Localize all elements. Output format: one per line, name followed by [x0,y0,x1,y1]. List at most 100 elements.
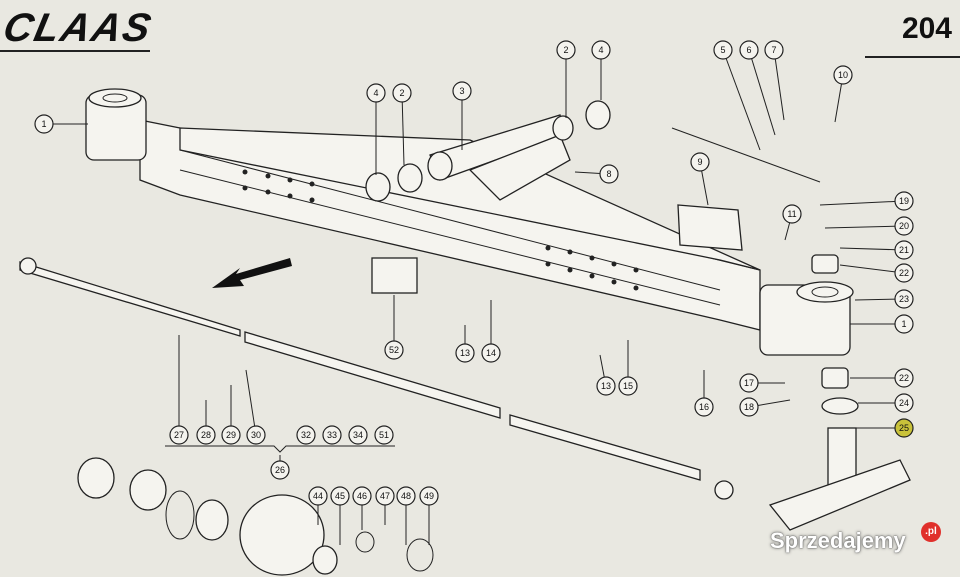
callout-circle [452,81,472,101]
callout-circle [419,486,439,506]
callout-circle [833,65,853,85]
callout-46: 46 [352,486,372,530]
axle-beam [139,119,761,331]
hub-assembly [77,457,434,576]
callout-circle [455,343,475,363]
callout-circle [322,425,342,445]
leader-line [824,225,905,229]
callout-6: 6 [739,40,776,136]
callout-7: 7 [764,40,785,121]
callout-51: 51 [374,425,394,445]
callout-circle [739,397,759,417]
callout-34: 34 [348,425,368,445]
callout-label: 13 [460,348,470,358]
pivot-tube [365,100,611,202]
callout-circle [196,425,216,445]
brand-underline [0,50,150,52]
callout-circle [308,486,328,506]
callout-27: 27 [169,335,189,445]
callout-label: 14 [486,348,496,358]
callout-25: 25 [856,418,914,438]
callout-label: 29 [226,430,236,440]
callout-22: 22 [839,263,914,283]
callout-29: 29 [221,385,241,445]
callout-label: 26 [275,465,285,475]
callout-label: 47 [380,491,390,501]
callout-circle [270,460,290,480]
callout-15: 15 [618,340,638,396]
callout-circle [739,373,759,393]
callout-45: 45 [330,486,350,545]
watermark-badge: .pl [921,522,941,542]
leader-line [722,49,761,151]
callout-14: 14 [481,300,501,363]
callout-label: 44 [313,491,323,501]
page-number-underline [865,56,960,58]
leader-line [245,369,257,436]
callout-44: 44 [308,486,328,525]
callout-21: 21 [839,240,914,260]
steering-rod [671,127,821,183]
callout-label: 15 [623,381,633,391]
callout-22: 22 [850,368,914,388]
leader-line [748,49,776,136]
callout-label: 2 [399,88,404,98]
callout-label: 13 [601,381,611,391]
callout-circle [591,40,611,60]
callout-circle [894,368,914,388]
callout-17: 17 [739,373,785,393]
callout-48: 48 [396,486,416,545]
callout-label: 19 [899,196,909,206]
callout-13: 13 [596,354,616,396]
callout-label: 16 [699,402,709,412]
callout-label: 7 [771,45,776,55]
callout-label: 5 [720,45,725,55]
callout-circle [739,40,759,60]
callout-2: 2 [392,83,412,166]
callout-circle [352,486,372,506]
callout-label: 6 [746,45,751,55]
callout-label: 28 [201,430,211,440]
direction-arrow [212,258,292,288]
callout-circle [894,240,914,260]
callout-label: 46 [357,491,367,501]
callout-9: 9 [690,152,710,206]
callout-49: 49 [419,486,439,545]
beam-holes [242,169,639,291]
callout-circle [221,425,241,445]
callout-label: 9 [697,157,702,167]
callout-4: 4 [591,40,611,100]
label-plate [371,257,418,294]
callout-30: 30 [245,369,266,445]
callout-52: 52 [384,295,404,360]
callout-label: 21 [899,245,909,255]
callout-23: 23 [854,289,914,309]
callout-13: 13 [455,325,475,363]
callout-16: 16 [694,370,714,417]
tie-rod [19,257,734,500]
callout-label: 1 [901,319,906,329]
callout-circle [396,486,416,506]
callout-1: 1 [850,314,914,334]
callout-label: 2 [563,45,568,55]
callout-label: 20 [899,221,909,231]
callout-label: 4 [598,45,603,55]
callout-label: 49 [424,491,434,501]
callout-circle [894,263,914,283]
group-bracket [165,445,395,453]
callout-label: 3 [459,86,464,96]
right-kingpin-housing [759,281,854,356]
callout-label: 23 [899,294,909,304]
leader-line [773,49,785,121]
callout-1: 1 [34,114,88,134]
callout-circle [596,376,616,396]
callout-3: 3 [452,81,472,150]
watermark-text: Sprzedajemy [770,528,906,553]
callout-circle [894,393,914,413]
callout-label: 17 [744,378,754,388]
callout-circle [782,204,802,224]
callout-8: 8 [574,164,619,184]
callout-circle [690,152,710,172]
callout-4: 4 [366,83,386,175]
